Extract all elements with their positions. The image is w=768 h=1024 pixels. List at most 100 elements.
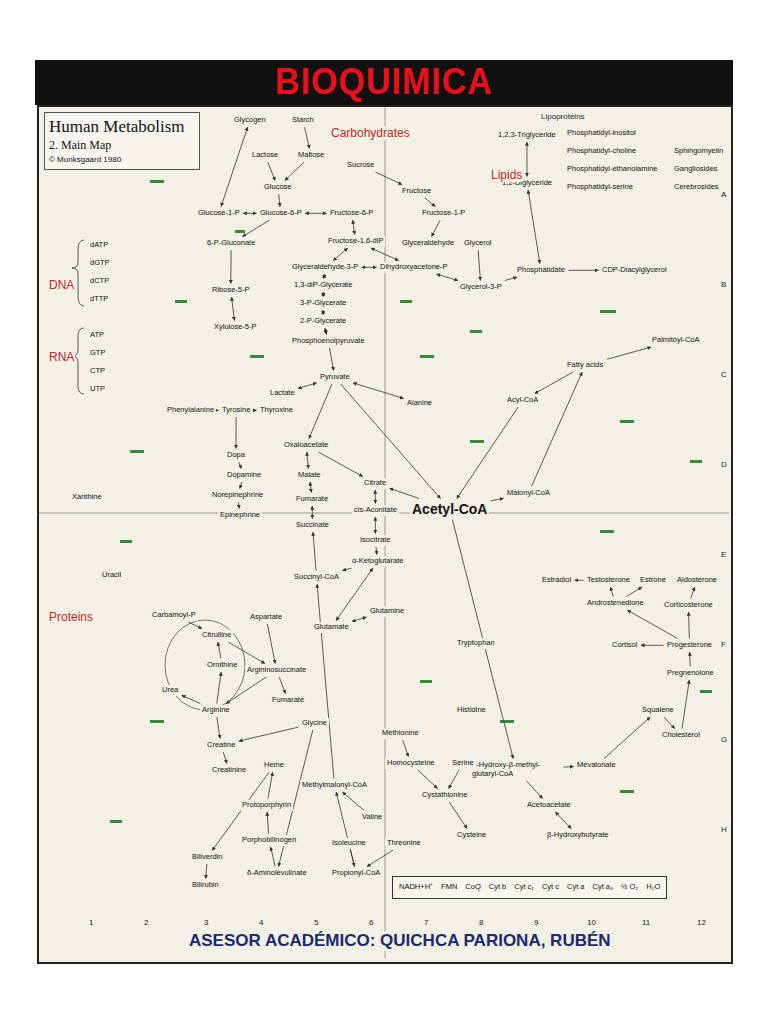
node-text: Tryptophan [457, 639, 495, 648]
pathway-arrow [688, 612, 690, 638]
metabolite-node: Sucrose [345, 160, 377, 171]
metabolite-node: Dopamine [225, 470, 263, 481]
node-text: Creatinine [212, 766, 246, 775]
metabolite-node: Mevalonate [575, 760, 618, 771]
node-text: Propionyl-CoA [332, 869, 380, 878]
metabolite-node: Valine [360, 812, 384, 823]
metabolite-node: Phenylalanine [165, 405, 216, 416]
node-text: Citrulline [202, 631, 231, 640]
node-text: Argininosuccinate [247, 666, 306, 675]
section-label: Proteins [48, 610, 94, 624]
metabolite-node: Propionyl-CoA [330, 868, 382, 879]
pathway-arrow [375, 490, 376, 503]
fold-line [385, 107, 386, 958]
node-text: Pregnenolone [667, 669, 714, 678]
pathway-arrow [535, 372, 573, 393]
metabolite-node: Urea [160, 685, 180, 696]
pathway-arrow [403, 740, 409, 756]
pathway-arrow [254, 410, 257, 411]
metabolite-node: Androstenedione [585, 598, 646, 609]
node-text: Acetoacetate [527, 801, 571, 810]
pathway-arrow [239, 727, 299, 741]
pathway-arrow [375, 517, 376, 533]
metabolite-node: Glycogen [232, 115, 268, 126]
node-text: Aldosterone [677, 576, 717, 585]
node-text: dTTP [90, 295, 108, 304]
node-text: Isocitrate [360, 536, 390, 545]
metabolite-node: δ-Aminolevulinate [245, 868, 309, 879]
metabolite-node: Creatinine [210, 765, 248, 776]
pathway-arrow [238, 502, 240, 508]
pathway-arrow [243, 220, 270, 236]
metabolite-node: Malate [296, 470, 323, 481]
pathway-arrow [532, 372, 583, 486]
metabolite-node: Aspartate [248, 612, 284, 623]
pathway-arrow [217, 672, 222, 703]
metabolite-node: 1,3-diP-Glycerate [292, 280, 354, 291]
pathway-arrow [491, 498, 504, 501]
pathway-arrow [376, 547, 378, 554]
node-text: Ribose-5-P [212, 286, 250, 295]
metabolite-node: CDP-Diacylglycerol [600, 265, 669, 276]
node-text: Cyt a₃ [592, 883, 613, 892]
node-text: dGTP [90, 259, 110, 268]
metabolite-node: Glycerol [462, 238, 494, 249]
pathway-arrow [333, 248, 348, 260]
enzyme-marks [110, 180, 712, 823]
pathway-arrow [243, 213, 256, 214]
pathway-arrow [312, 506, 313, 518]
metabolite-node: Glutamine [368, 606, 406, 617]
metabolite-node: Cysteine [455, 830, 488, 841]
node-text: Glutamate [314, 623, 349, 632]
metabolite-node: Sphingomyelin [672, 146, 725, 157]
grid-label: B [720, 280, 727, 289]
metabolite-node: β-Hydroxybutyrate [545, 830, 610, 841]
node-text: Lactate [270, 389, 295, 398]
node-text: Fatty acids [567, 361, 603, 370]
metabolite-node: Fructose [400, 186, 433, 197]
node-text: Glucose [264, 183, 292, 192]
node-text: GTP [90, 349, 105, 358]
page-title: BIOQUIMICA [0, 60, 768, 103]
grid-label: D [720, 460, 728, 469]
node-text: ½ O₂ [621, 883, 638, 892]
node-text: 3-P-Glycerate [300, 299, 346, 308]
pathway-arrow [611, 587, 614, 596]
node-text: NADH+H⁺ [399, 883, 433, 892]
grid-label: 6 [368, 918, 374, 927]
pathway-arrow [418, 770, 438, 788]
metabolite-node: Acetoacetate [525, 800, 573, 811]
pathway-arrow [526, 142, 527, 176]
metabolite-node: Fatty acids [565, 360, 605, 371]
pathway-arrow [236, 417, 237, 448]
node-text: Alanine [407, 399, 432, 408]
metabolite-node: Isocitrate [358, 535, 392, 546]
node-text: Protoporphyrin [242, 801, 291, 810]
node-text: Glutamine [370, 607, 404, 616]
metabolite-node: Glutamate [312, 622, 351, 633]
node-text: Estradiol [542, 576, 571, 585]
node-text: δ-Aminolevulinate [247, 869, 307, 878]
metabolite-node: dATP [88, 240, 110, 251]
pathway-arrow [452, 520, 513, 759]
pathway-arrow [239, 462, 242, 468]
metabolite-node: 6-P-Gluconate [205, 238, 257, 249]
metabolite-node: Estradiol [540, 575, 573, 586]
node-text: Pyruvate [320, 373, 350, 382]
pathway-arrow [305, 213, 326, 214]
node-text: dCTP [90, 277, 109, 286]
node-text: Androstenedione [587, 599, 644, 608]
node-text: Phosphatidate [517, 266, 565, 275]
node-text: Norepinephrine [212, 491, 263, 500]
metabolite-node: Ornithine [205, 660, 239, 671]
node-text: Cyt b [489, 883, 507, 892]
dna-brace [72, 240, 84, 306]
pathway-arrow [457, 407, 518, 498]
node-text: Phenylalanine [167, 406, 214, 415]
section-label: DNA [48, 278, 75, 292]
metabolite-node: Porphobilinogen [240, 835, 298, 846]
metabolite-node: Argininosuccinate [245, 665, 308, 676]
grid-label: H [720, 825, 728, 834]
metabolite-node: Citrate [362, 478, 388, 489]
pathway-arrow [271, 847, 276, 866]
